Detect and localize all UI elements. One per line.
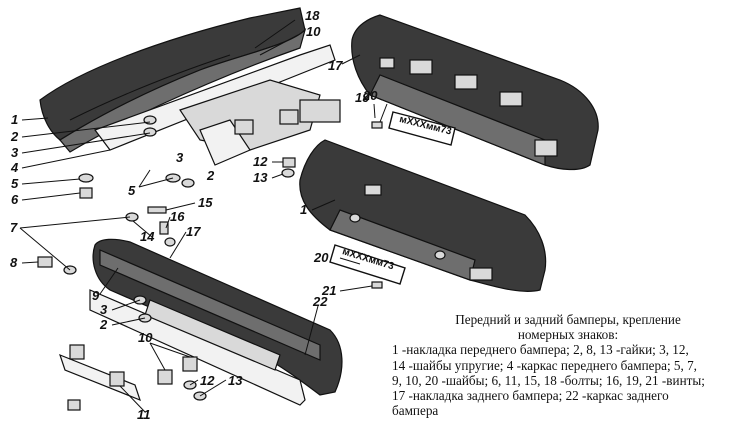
rear-mount-bracket [59, 344, 141, 411]
caption-legend-line-4: 17 -накладка заднего бампера; 22 -каркас… [392, 388, 669, 404]
caption-legend-line-1: 1 -накладка переднего бампера; 2, 8, 13 … [392, 342, 689, 358]
figure-caption: Передний и задний бамперы, крепление ном… [392, 312, 744, 418]
callout-16: 16 [170, 209, 185, 224]
callout-8: 8 [10, 255, 18, 270]
caption-legend-line-3: 9, 10, 20 -шайбы; 6, 11, 15, 18 -болты; … [392, 372, 705, 388]
callout-20-bottom: 20 [313, 250, 329, 265]
caption-legend-line-2: 14 -шайбы упругие; 4 -каркас переднего б… [392, 357, 697, 373]
callout-2-top: 2 [10, 129, 19, 144]
leader-lines [19, 19, 388, 413]
callout-7: 7 [10, 220, 18, 235]
caption-title-line-1: Передний и задний бамперы, крепление [455, 312, 681, 327]
callout-19: 19 [355, 90, 370, 105]
callout-18: 18 [305, 8, 320, 23]
callout-9: 9 [92, 288, 100, 303]
callout-20-top: 20 [362, 88, 378, 103]
rear-bumper-cover-top [351, 14, 599, 171]
callout-2-bottom: 2 [99, 317, 108, 332]
caption-legend-line-5: бампера [392, 403, 439, 419]
callout-12-bottom: 12 [200, 373, 215, 388]
callout-17-bottom: 17 [186, 224, 201, 239]
callout-15: 15 [198, 195, 213, 210]
caption-title-line-2: номерных знаков: [517, 327, 619, 343]
callout-1-center: 1 [300, 202, 307, 217]
callout-21: 21 [321, 283, 336, 298]
callout-5-mid: 5 [128, 183, 136, 198]
callout-3-mid: 3 [176, 150, 184, 165]
callout-6: 6 [11, 192, 19, 207]
callout-10-bottom: 10 [138, 330, 153, 345]
callout-3-bottom: 3 [100, 302, 108, 317]
front-bumper-frame-top [94, 44, 341, 166]
callout-4: 4 [10, 160, 19, 175]
callout-17-top: 17 [328, 58, 343, 73]
callout-12-top: 12 [253, 154, 268, 169]
callout-5-left: 5 [11, 176, 19, 191]
callout-2-mid: 2 [206, 168, 215, 183]
callout-11: 11 [137, 407, 151, 422]
callout-1-top: 1 [11, 112, 18, 127]
callout-13-top: 13 [253, 170, 268, 185]
callout-14: 14 [140, 229, 155, 244]
front-bumper-cover-center [299, 139, 547, 292]
callout-13-bottom: 13 [228, 373, 243, 388]
callout-10: 10 [306, 24, 321, 39]
callout-3-top: 3 [11, 145, 19, 160]
callout-numbers: 18 10 17 1 2 3 4 5 6 3 2 5 19 20 12 13 1… [10, 8, 378, 422]
callout-22: 22 [312, 294, 328, 309]
fasteners-left-bottom [37, 206, 207, 401]
